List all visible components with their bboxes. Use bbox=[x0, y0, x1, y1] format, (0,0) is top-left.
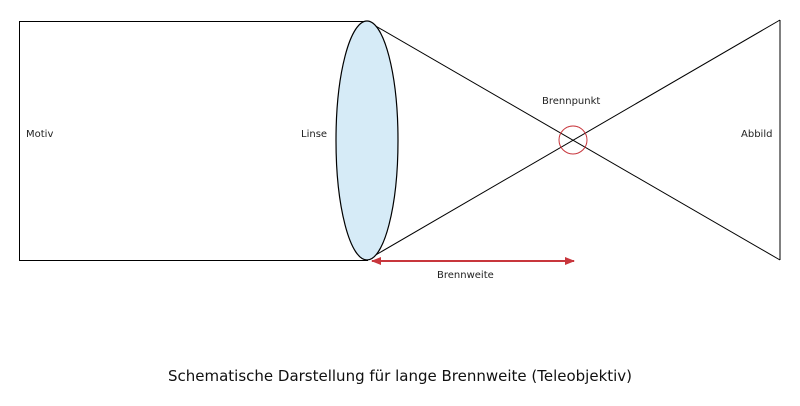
lens bbox=[335, 20, 399, 261]
focal-point-marker bbox=[558, 125, 588, 155]
subject-box bbox=[19, 21, 368, 261]
label-brennweite: Brennweite bbox=[437, 270, 494, 281]
diagram-caption: Schematische Darstellung für lange Brenn… bbox=[167, 367, 633, 385]
label-motiv: Motiv bbox=[26, 129, 54, 140]
label-abbild: Abbild bbox=[741, 129, 773, 140]
ray-bottom bbox=[366, 19, 781, 261]
label-brennpunkt: Brennpunkt bbox=[542, 96, 601, 107]
label-linse: Linse bbox=[301, 129, 328, 140]
